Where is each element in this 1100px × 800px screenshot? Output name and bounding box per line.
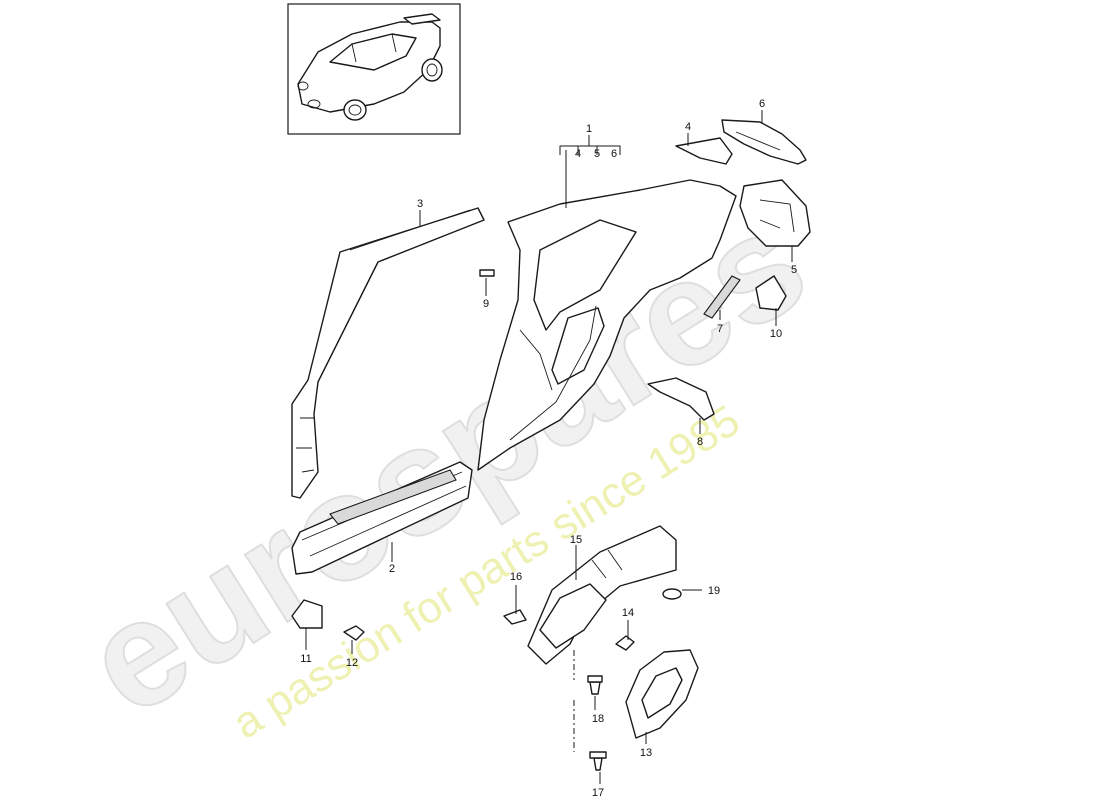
callout-14: 14	[622, 607, 634, 619]
callout-1-sub-6: 6	[611, 148, 617, 160]
part-5-reinforcement	[739, 179, 811, 247]
part-14-clip	[615, 635, 635, 651]
part-6-bracket	[721, 119, 807, 165]
part-1-quarter-panel	[477, 179, 737, 471]
callout-7: 7	[717, 323, 723, 335]
callout-2: 2	[389, 563, 395, 575]
callout-4: 4	[685, 121, 691, 133]
callout-16: 16	[510, 571, 522, 583]
part-18-screw	[587, 675, 603, 695]
callout-18: 18	[592, 713, 604, 725]
callouts: 1 4 5 6 2 3 4 5 6 7 8 9 10 11 12 13 14 1…	[300, 98, 797, 799]
callout-17: 17	[592, 787, 604, 799]
part-17-screw	[589, 751, 607, 771]
part-4-bracket	[675, 137, 733, 165]
callout-5: 5	[791, 264, 797, 276]
car-thumbnail	[287, 3, 461, 135]
callout-3: 3	[417, 198, 423, 210]
part-8-channel	[647, 377, 715, 421]
callout-13: 13	[640, 747, 652, 759]
callout-12: 12	[346, 657, 358, 669]
leader-lines	[305, 110, 793, 784]
part-16-clip	[503, 609, 527, 625]
part-15-wheel-housing	[527, 525, 677, 665]
callout-1-sub-4: 4	[575, 148, 581, 160]
callout-6: 6	[759, 98, 765, 110]
part-7-strip	[703, 275, 741, 319]
part-19-grommet	[662, 588, 682, 600]
callout-1: 1	[586, 123, 592, 135]
callout-11: 11	[300, 653, 311, 665]
callout-8: 8	[697, 436, 703, 448]
callout-9: 9	[483, 298, 489, 310]
part-2-sill	[291, 461, 473, 575]
callout-19: 19	[708, 585, 720, 597]
part-13-liner	[625, 649, 699, 739]
callout-15: 15	[570, 534, 582, 546]
watermark: eurospares a passion for parts since 198…	[57, 175, 834, 748]
part-10-bracket	[755, 275, 787, 311]
part-11-cap	[291, 599, 323, 629]
callout-1-sub-5: 5	[594, 148, 600, 160]
callout-10: 10	[770, 328, 782, 340]
watermark-brand: eurospares	[58, 176, 833, 747]
part-3-pillar	[291, 207, 485, 499]
car-thumbnail-icon	[297, 13, 443, 121]
part-12-clip	[343, 625, 365, 641]
part-9-clip	[479, 269, 495, 277]
